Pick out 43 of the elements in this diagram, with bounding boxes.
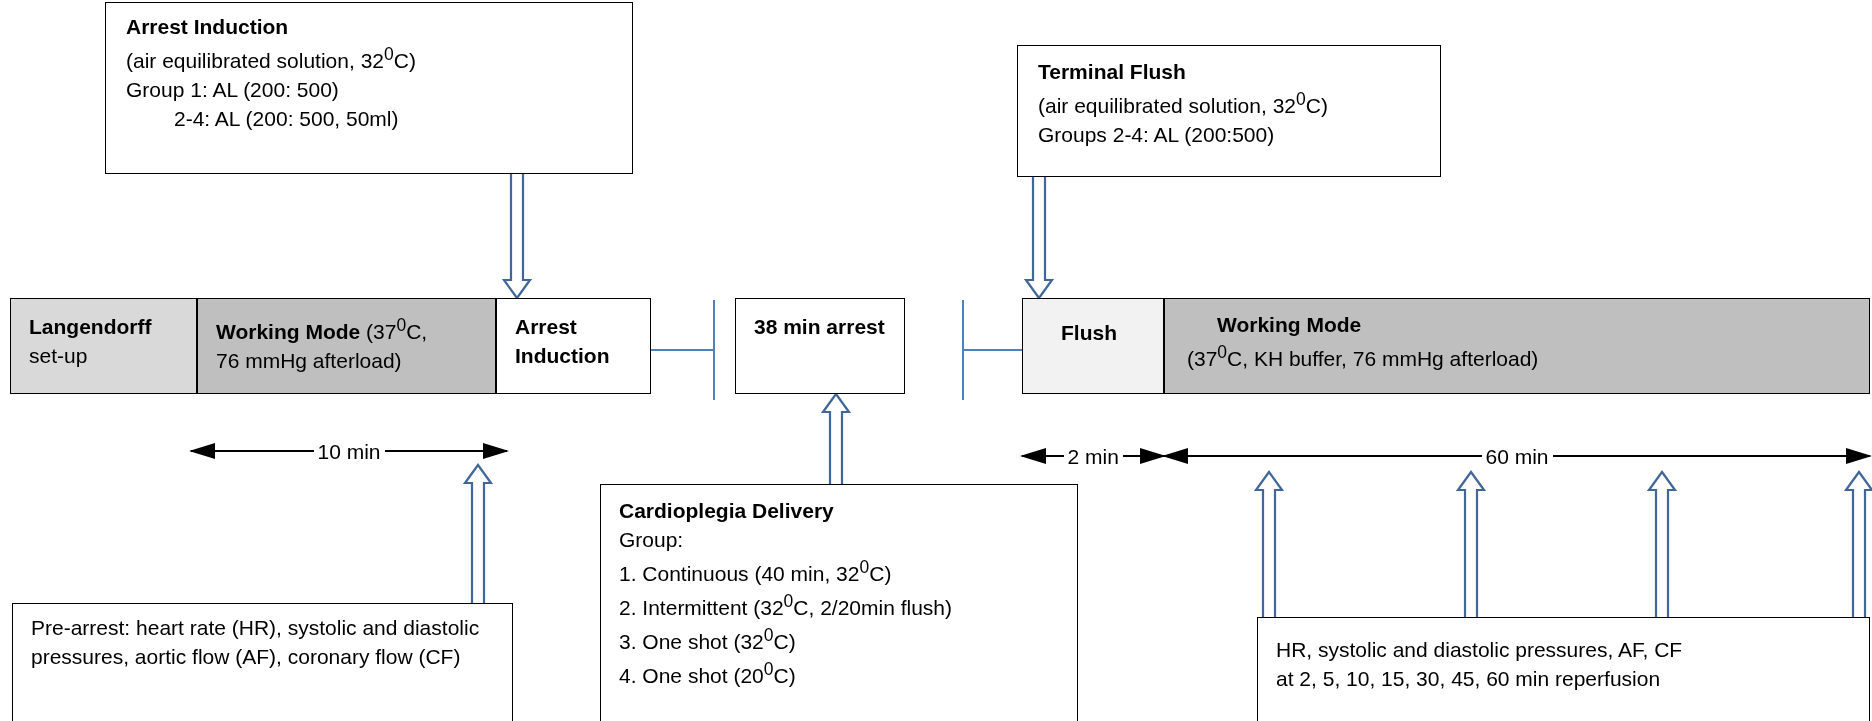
box-text: Group: <box>619 526 685 553</box>
box-heading: 38 min arrest <box>754 314 886 340</box>
box-text: Groups 2-4: AL (200:500) <box>1038 121 1276 148</box>
hollow-arrow <box>1023 175 1055 300</box>
box-text: (air equilibrated solution, 32$^{0}$C) <box>126 42 417 74</box>
hollow-arrow <box>1646 470 1678 619</box>
box-text: Langendorff set-up <box>29 314 153 369</box>
stage-box <box>10 298 197 394</box>
note-box <box>1257 617 1870 721</box>
stage-box <box>1164 298 1870 394</box>
box-text: 2-4: AL (200: 500, 50ml) <box>173 105 400 132</box>
hollow-arrow <box>1455 470 1487 619</box>
hollow-arrow <box>820 392 852 486</box>
note-box <box>1017 45 1441 177</box>
note-box <box>600 484 1078 721</box>
hollow-arrow <box>462 463 494 605</box>
box-text: 4. One shot (20$^{0}$C) <box>619 657 797 689</box>
stage-box <box>735 298 905 394</box>
box-heading: Cardioplegia Delivery <box>619 498 835 524</box>
box-heading: Arrest Induction <box>126 14 290 40</box>
box-text: (37$^{0}$C, KH buffer, 76 mmHg afterload) <box>1187 340 1540 372</box>
box-text: Pre-arrest: heart rate (HR), systolic and diastolic pressures, aortic flow (AF), coronary flow (CF) <box>31 615 481 670</box>
box-text: (air equilibrated solution, 32$^{0}$C) <box>1038 87 1329 119</box>
bar-connector <box>650 299 715 401</box>
note-box <box>105 2 633 174</box>
box-text: 1. Continuous (40 min, 32$^{0}$C) <box>619 555 893 587</box>
box-heading: Working Mode <box>1216 312 1363 338</box>
box-text: Working Mode (37$^{0}$C, 76 mmHg afterload) <box>216 314 429 374</box>
stage-box <box>197 298 496 394</box>
box-text: Group 1: AL (200: 500) <box>126 76 340 103</box>
hollow-arrow <box>1253 470 1285 619</box>
stage-box <box>1022 298 1164 394</box>
bar-connector <box>962 299 1023 401</box>
box-text: HR, systolic and diastolic pressures, AF, CF at 2, 5, 10, 15, 30, 45, 60 min reperfusion <box>1276 637 1684 692</box>
box-text: 2. Intermittent (32$^{0}$C, 2/20min flush) <box>619 589 954 621</box>
box-heading: Flush <box>1061 320 1118 346</box>
note-box <box>12 603 513 721</box>
box-heading: Terminal Flush <box>1038 59 1187 85</box>
box-heading: Arrest Induction <box>515 314 611 369</box>
hollow-arrow <box>1843 470 1872 619</box>
hollow-arrow <box>501 172 533 300</box>
stage-box <box>496 298 651 394</box>
box-text: 3. One shot (32$^{0}$C) <box>619 623 797 655</box>
